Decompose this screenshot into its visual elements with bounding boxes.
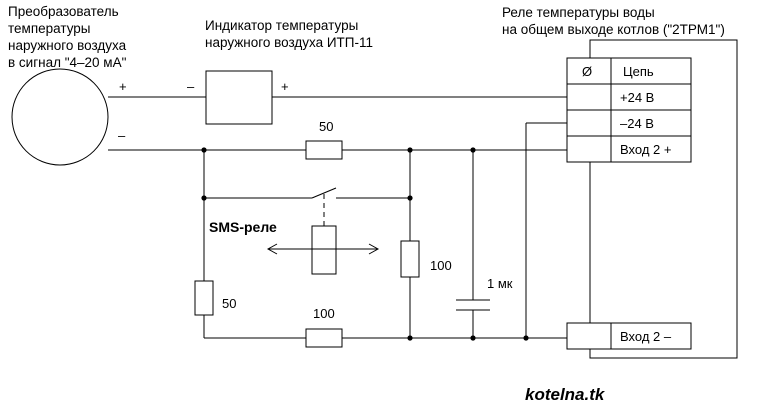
terminal-row-plus24: +24 В <box>620 90 654 105</box>
resistor-left-value: 50 <box>222 296 236 311</box>
capacitor <box>456 299 490 311</box>
sensor-minus-label: – <box>118 128 126 143</box>
indicator-title-line-1: Индикатор температуры <box>205 18 358 33</box>
terminal-table: Ø Цепь +24 В –24 В Вход 2 + <box>566 57 692 163</box>
resistor-middle <box>400 240 420 278</box>
relay-title: Реле температуры воды на общем выходе ко… <box>502 5 725 37</box>
terminal-header-label: Цепь <box>623 64 654 79</box>
resistor-top <box>305 140 343 160</box>
junction-dot <box>201 195 207 201</box>
resistor-left <box>194 280 214 316</box>
terminal-bottom: Вход 2 – <box>566 322 692 350</box>
resistor-bottom <box>305 328 343 348</box>
sensor-plus-label: + <box>119 79 127 94</box>
junctions <box>201 147 529 341</box>
sms-relay-coil <box>311 225 337 275</box>
sms-relay-label: SMS-реле <box>209 219 277 235</box>
junction-dot <box>407 147 413 153</box>
terminal-row-input2-plus: Вход 2 + <box>620 142 671 157</box>
terminal-bottom-frame <box>566 322 692 350</box>
sensor-title-line-4: в сигнал "4–20 мА" <box>8 55 127 70</box>
junction-dot <box>470 147 476 153</box>
temperature-sensor <box>11 68 109 166</box>
resistor-middle-value: 100 <box>430 258 452 273</box>
junction-dot <box>523 335 529 341</box>
junction-dot <box>201 147 207 153</box>
relay-title-line-2: на общем выходе котлов ("2ТРМ1") <box>502 22 725 37</box>
terminal-header-symbol: Ø <box>582 64 592 79</box>
junction-dot <box>407 195 413 201</box>
switch-contact <box>311 187 337 199</box>
sensor-title-line-2: температуры <box>8 21 91 36</box>
junction-dot <box>470 335 476 341</box>
watermark: kotelna.tk <box>525 385 606 404</box>
indicator-plus-label: + <box>281 79 289 94</box>
indicator-title: Индикатор температуры наружного воздуха … <box>205 18 373 50</box>
terminal-row-minus24: –24 В <box>620 116 654 131</box>
terminal-row-input2-minus: Вход 2 – <box>620 329 672 344</box>
resistor-bottom-value: 100 <box>313 306 335 321</box>
temperature-indicator <box>205 70 273 125</box>
sensor-title: Преобразователь температуры наружного во… <box>8 4 127 70</box>
wires <box>108 96 567 339</box>
resistor-top-value: 50 <box>319 119 333 134</box>
sensor-title-line-1: Преобразователь <box>8 4 119 19</box>
sensor-title-line-3: наружного воздуха <box>8 38 127 53</box>
relay-device-outline <box>589 39 738 359</box>
capacitor-value: 1 мк <box>487 276 513 291</box>
double-arrow-icon <box>266 243 380 255</box>
relay-title-line-1: Реле температуры воды <box>502 5 655 20</box>
junction-dot <box>407 335 413 341</box>
indicator-minus-label: – <box>187 79 195 94</box>
indicator-title-line-2: наружного воздуха ИТП-11 <box>205 35 373 50</box>
